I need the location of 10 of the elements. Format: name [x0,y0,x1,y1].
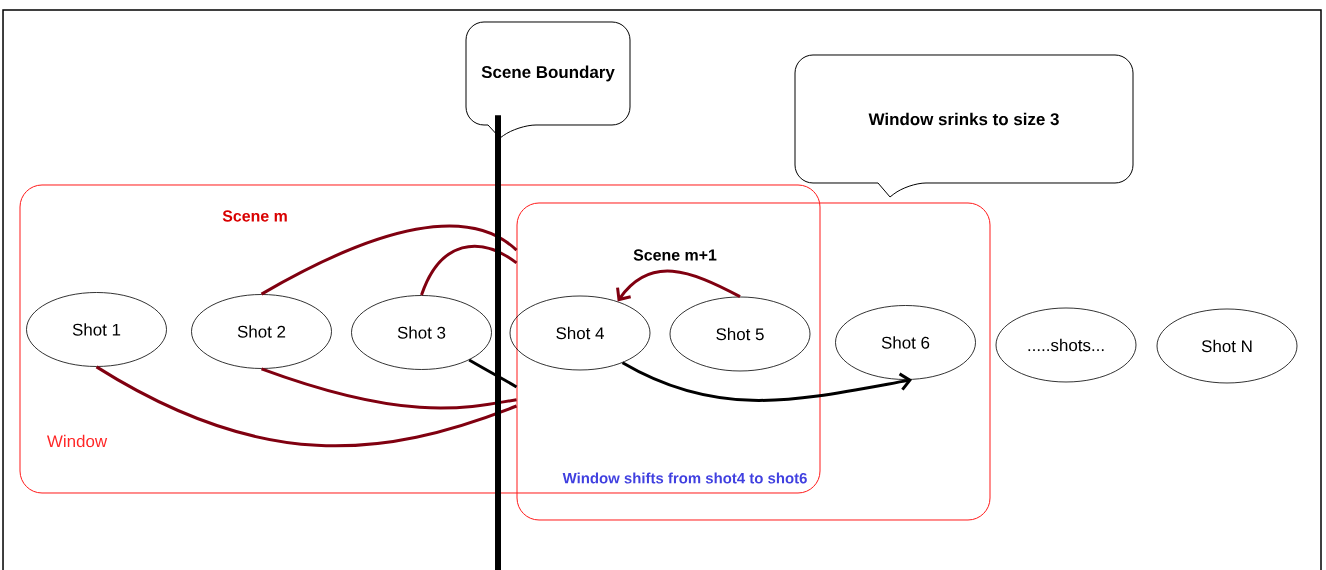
arrow [621,361,913,402]
arrow [616,269,741,302]
connector-line [95,365,518,448]
speech-bubble: Window srinks to size 3 [794,54,1134,198]
connector-line [468,358,518,389]
connector-line [420,244,518,296]
speech-bubble: Scene Boundary [465,21,631,139]
boundary-line [495,115,501,570]
connector-line [260,224,518,296]
connector-line [261,367,517,410]
